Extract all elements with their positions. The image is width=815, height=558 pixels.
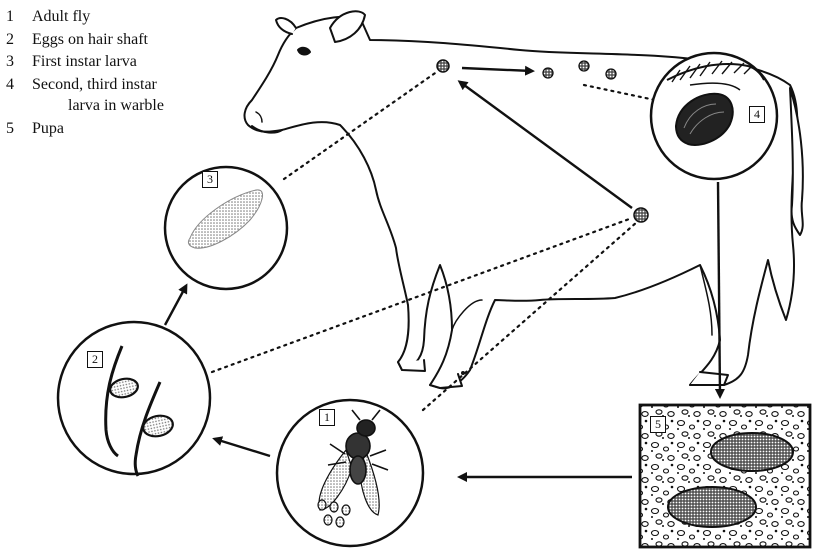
stage-3-circle [165, 167, 287, 289]
pupa [668, 487, 756, 527]
cow-tail [790, 88, 803, 235]
warble-dot-back [437, 60, 449, 72]
stage-1-number: 1 [319, 409, 335, 426]
stage-4-number: 4 [749, 106, 765, 123]
warble-dot [579, 61, 589, 71]
stage-1-circle [277, 400, 423, 546]
arrow-eggs-to-larva [165, 286, 186, 325]
stage-3-number: 3 [202, 171, 218, 188]
cow-horn [276, 18, 296, 34]
stage-2-circle [58, 322, 210, 476]
stage-2-number: 2 [87, 351, 103, 368]
warble-dot [543, 68, 553, 78]
arrow-fly-to-eggs [215, 439, 270, 456]
warble-dot [606, 69, 616, 79]
pupa [711, 433, 793, 471]
warble-dot-flank [634, 208, 648, 222]
stage-5-number: 5 [650, 416, 666, 433]
cow-eye [298, 48, 310, 55]
